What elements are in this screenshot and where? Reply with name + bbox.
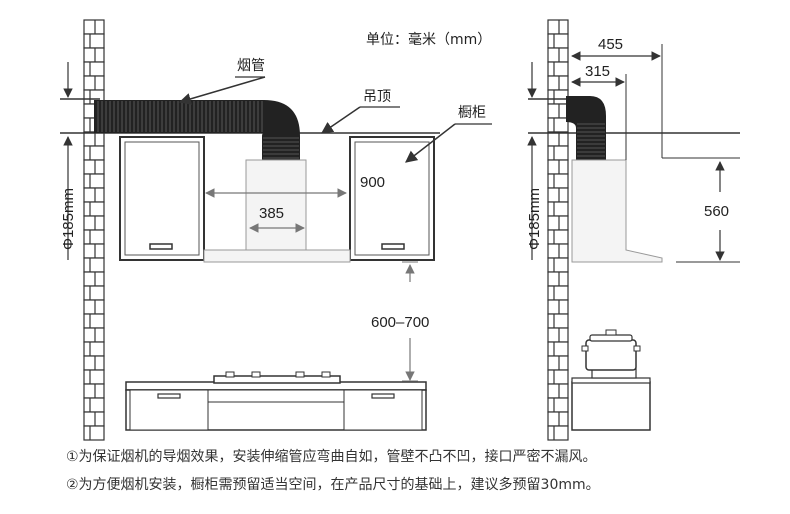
- brick: [547, 313, 569, 329]
- side-depth-inner-label: 315: [585, 63, 610, 80]
- brick: [83, 75, 105, 91]
- brick: [547, 201, 569, 217]
- left-brick-wall: [83, 19, 105, 441]
- brick: [83, 187, 105, 203]
- brick: [547, 411, 569, 427]
- brick: [547, 243, 569, 259]
- brick: [83, 243, 105, 259]
- brick: [547, 215, 569, 231]
- note-1: ①为保证烟机的导烟效果，安装伸缩管应弯曲自如，管壁不凸不凹，接口严密不漏风。: [66, 449, 597, 465]
- brick: [83, 229, 105, 245]
- brick: [547, 327, 569, 343]
- brick: [547, 75, 569, 91]
- brick: [547, 145, 569, 161]
- brick: [547, 187, 569, 203]
- brick: [547, 61, 569, 77]
- brick: [83, 397, 105, 413]
- brick: [547, 229, 569, 245]
- brick: [83, 145, 105, 161]
- hood-width-label: 385: [259, 205, 284, 222]
- range-hood: [203, 159, 351, 263]
- unit-label: 单位：毫米（mm）: [366, 31, 491, 48]
- brick: [83, 313, 105, 329]
- upper-cabinet-right: [349, 136, 435, 261]
- brick: [547, 369, 569, 385]
- brick: [83, 47, 105, 63]
- brick: [547, 89, 569, 105]
- brick: [547, 173, 569, 189]
- brick: [83, 383, 105, 399]
- brick: [547, 341, 569, 357]
- brick: [83, 215, 105, 231]
- brick: [547, 131, 569, 147]
- brick: [83, 61, 105, 77]
- ceiling-label: 吊顶: [363, 89, 391, 105]
- brick: [83, 33, 105, 49]
- brick: [547, 159, 569, 175]
- brick: [547, 397, 569, 413]
- side-depth-outer-label: 455: [598, 36, 623, 53]
- brick: [547, 103, 569, 119]
- cabinet-gap-label: 900: [360, 174, 385, 191]
- brick: [547, 257, 569, 273]
- side-view: [528, 96, 740, 431]
- base-cabinet: [125, 381, 427, 431]
- brick: [547, 299, 569, 315]
- brick: [83, 271, 105, 287]
- brick: [83, 327, 105, 343]
- main-dimensions: [63, 62, 418, 382]
- brick: [83, 299, 105, 315]
- wall-height-label: Φ185mm: [60, 188, 77, 250]
- side-height-label: 560: [704, 203, 729, 220]
- brick: [547, 47, 569, 63]
- brick: [83, 341, 105, 357]
- side-dimensions: [527, 44, 740, 263]
- flue-pipe-label: 烟管: [237, 58, 265, 74]
- brick: [547, 355, 569, 371]
- brick: [547, 33, 569, 49]
- brick: [547, 285, 569, 301]
- brick: [83, 201, 105, 217]
- brick: [83, 159, 105, 175]
- gas-stove: [213, 371, 341, 384]
- brick: [547, 19, 569, 35]
- right-brick-wall: [547, 19, 569, 441]
- brick: [547, 425, 569, 441]
- note-2: ②为方便烟机安装，橱柜需预留适当空间，在产品尺寸的基础上，建议多预留30mm。: [66, 477, 600, 493]
- upper-cabinet-left: [119, 136, 205, 261]
- brick: [547, 117, 569, 133]
- brick: [83, 425, 105, 441]
- brick: [83, 19, 105, 35]
- brick: [547, 271, 569, 287]
- brick: [83, 411, 105, 427]
- callouts: [178, 76, 492, 163]
- brick: [83, 257, 105, 273]
- cabinet-label: 橱柜: [458, 105, 486, 121]
- brick: [83, 131, 105, 147]
- brick: [83, 285, 105, 301]
- brick: [83, 369, 105, 385]
- brick: [83, 173, 105, 189]
- install-height-label: 600–700: [371, 314, 429, 331]
- brick: [547, 383, 569, 399]
- side-wall-height-label: Φ185mm: [526, 188, 543, 250]
- flue-pipe: [94, 100, 300, 160]
- brick: [83, 355, 105, 371]
